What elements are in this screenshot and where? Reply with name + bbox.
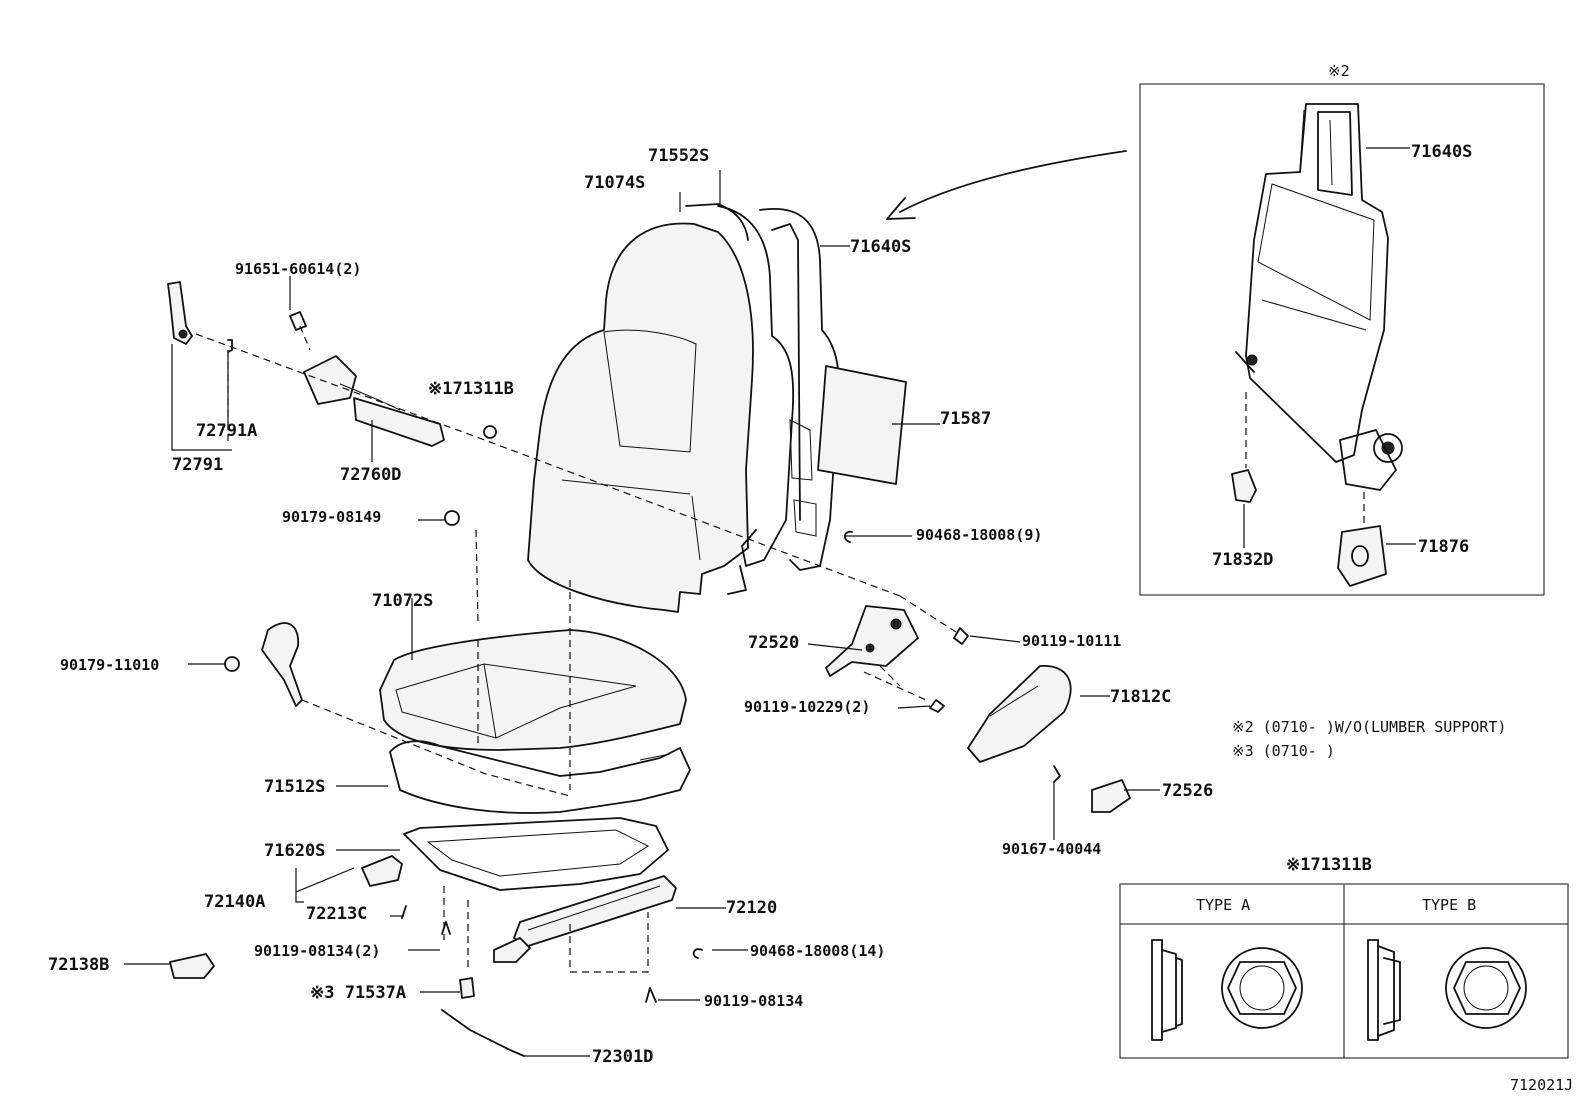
type-b-header: TYPE B: [1422, 896, 1476, 914]
label-71074S: 71074S: [584, 173, 645, 193]
label-71620S: 71620S: [264, 841, 325, 861]
guide-dash-main: [195, 333, 901, 597]
label-71876: 71876: [1418, 537, 1469, 557]
lever-72140A: [361, 855, 403, 887]
clip-71537A: [459, 977, 475, 999]
reference-arrow: [899, 150, 1127, 213]
bolt-90119-08134: [645, 987, 657, 1003]
inset-marker: ※2: [1328, 62, 1350, 80]
recliner-handle-72760D: [353, 397, 445, 447]
label-71072S: 71072S: [372, 591, 433, 611]
screw-90167: [1053, 765, 1061, 783]
label-171311B: ※171311B: [428, 379, 514, 399]
label-72213C: 72213C: [306, 904, 367, 924]
label-90119-10111: 90119-10111: [1022, 632, 1121, 650]
label-90119-08134-2: 90119-08134(2): [254, 942, 380, 960]
label-72120: 72120: [726, 898, 777, 918]
label-90468-18008-9: 90468-18008(9): [916, 526, 1042, 544]
seat-back-cover: [527, 222, 754, 613]
label-71512S: 71512S: [264, 777, 325, 797]
label-71640S: 71640S: [850, 237, 911, 257]
label-90179-11010: 90179-11010: [60, 656, 159, 674]
cover-72526: [1091, 779, 1131, 813]
arrow-head: [886, 197, 916, 220]
type-a-header: TYPE A: [1196, 896, 1250, 914]
inset-bracket-71876: [1337, 525, 1387, 587]
grommet-90179-08149: [444, 510, 460, 526]
grommet-90179-11010: [224, 656, 240, 672]
label-72140A: 72140A: [204, 892, 265, 912]
shield-71812C: [967, 665, 1072, 763]
label-90179-08149: 90179-08149: [282, 508, 381, 526]
hog-ring-top: [844, 530, 853, 543]
wire-72301D: [441, 1009, 525, 1057]
type-b-clip-drawing: [1367, 939, 1527, 1041]
label-90167-40044: 90167-40044: [1002, 840, 1101, 858]
recliner-lever-assembly: [167, 281, 497, 447]
label-90119-10229: 90119-10229(2): [744, 698, 870, 716]
label-71587: 71587: [940, 409, 991, 429]
seat-cushion-frame: [403, 817, 669, 891]
label-72138B: 72138B: [48, 955, 109, 975]
diagram-code: 712021J: [1510, 1076, 1573, 1094]
lumbar-panel-71587: [817, 365, 907, 485]
label-71812C: 71812C: [1110, 687, 1171, 707]
seat-back-pad: [685, 203, 795, 595]
type-table-title: ※171311B: [1286, 855, 1372, 875]
inset-cap-71832D: [1231, 469, 1257, 503]
label-71552S: 71552S: [648, 146, 709, 166]
clip-171311B: [483, 425, 497, 439]
recliner-hinge-72520: [825, 595, 969, 713]
label-72301D: 72301D: [592, 1047, 653, 1067]
note-3: ※3 (0710- ): [1232, 742, 1335, 760]
seat-track-rail: [493, 875, 677, 963]
seat-cushion-cover: [379, 629, 687, 751]
cover-72138B: [169, 953, 215, 979]
label-90119-08134: 90119-08134: [704, 992, 803, 1010]
note-2: ※2 (0710- )W/O(LUMBER SUPPORT): [1232, 718, 1506, 736]
label-71832D: 71832D: [1212, 550, 1273, 570]
track-side-parts: [169, 855, 703, 1057]
label-72791A: 72791A: [196, 421, 257, 441]
inset-seatback-frame: [1235, 103, 1403, 491]
inset-frame-panel: ※2: [886, 62, 1545, 596]
label-91651-60614: 91651-60614(2): [235, 260, 361, 278]
label-72791: 72791: [172, 455, 223, 475]
label-72760D: 72760D: [340, 465, 401, 485]
hog-ring-bottom: [692, 948, 703, 959]
type-a-clip-drawing: [1151, 939, 1303, 1041]
label-71640S-inset: 71640S: [1411, 142, 1472, 162]
label-72520: 72520: [748, 633, 799, 653]
label-72526: 72526: [1162, 781, 1213, 801]
seat-cushion-pad: [389, 740, 691, 814]
recliner-knob: [261, 622, 303, 707]
label-90468-18008-14: 90468-18008(14): [750, 942, 885, 960]
bolt-90119-08134-2: [441, 921, 451, 935]
label-71537A: ※3 71537A: [310, 983, 406, 1003]
bolt-91651: [289, 311, 307, 331]
type-table: ※171311B TYPE A TYPE B: [1119, 855, 1569, 1059]
